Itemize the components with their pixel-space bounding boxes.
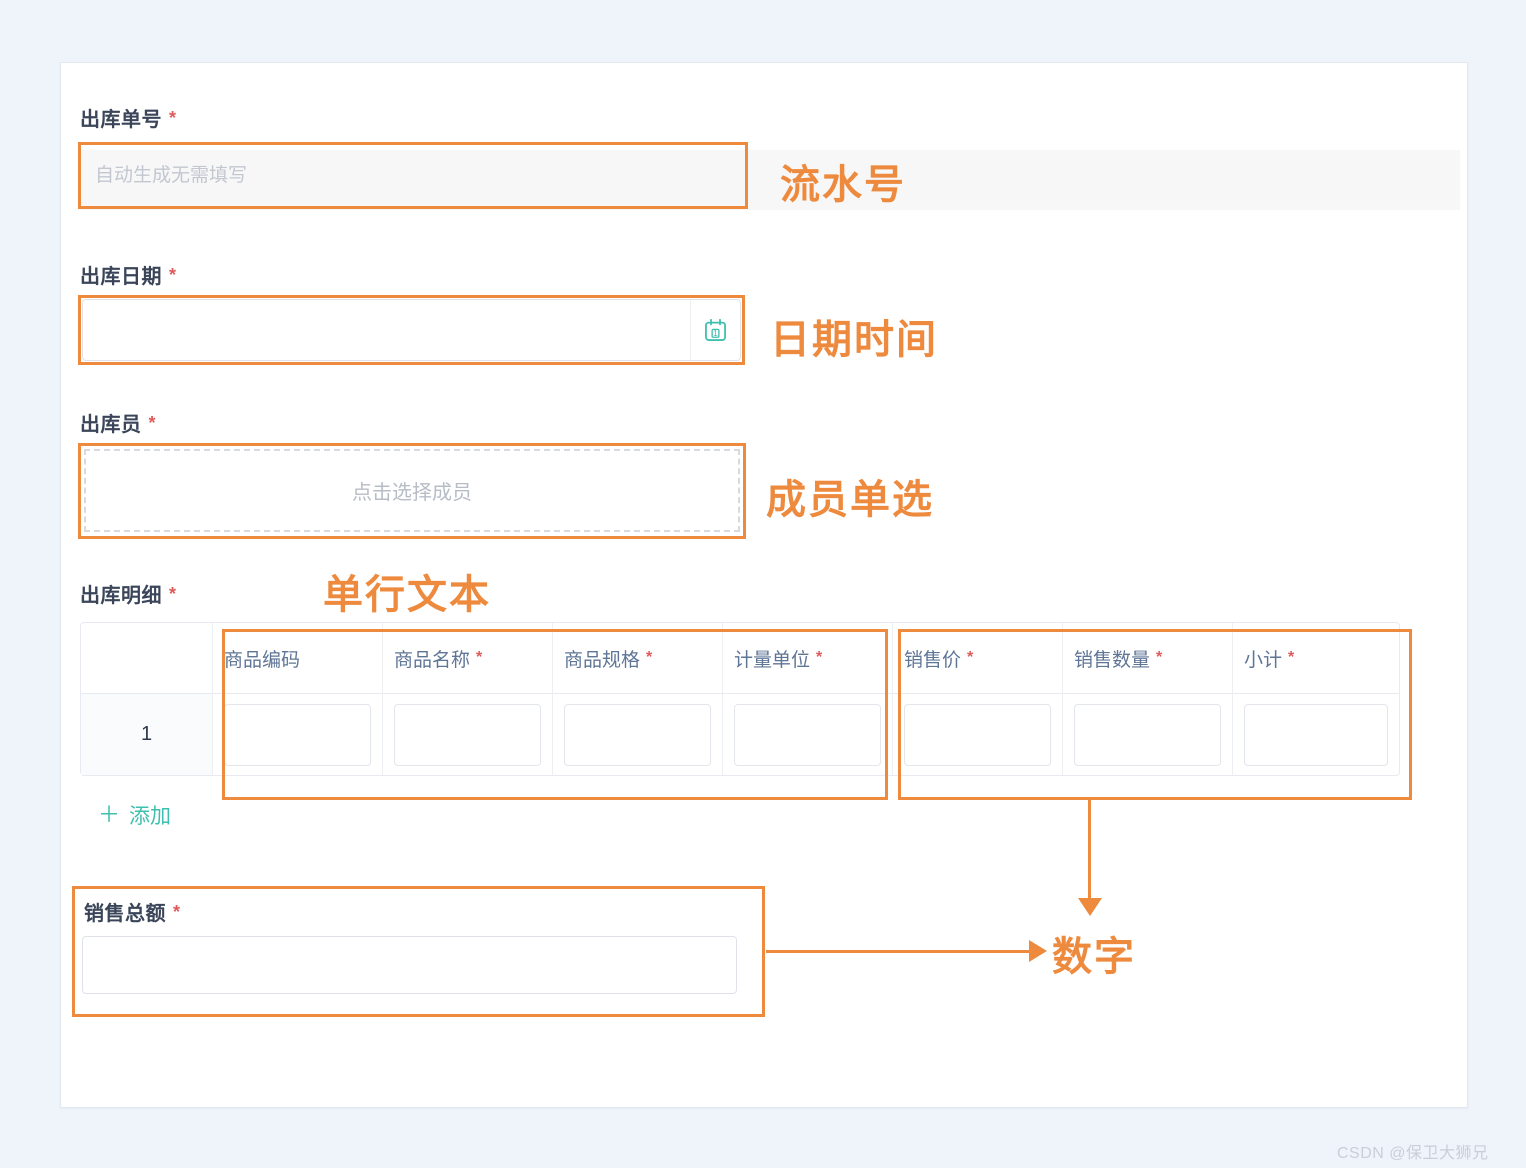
field-label-total: 销售总额 * — [84, 897, 181, 926]
add-row-label: 添加 — [129, 805, 172, 828]
sale-price-input[interactable] — [904, 703, 1051, 766]
product-code-input[interactable] — [224, 703, 371, 766]
product-spec-input[interactable] — [564, 703, 711, 766]
arrow-head-down — [1078, 898, 1102, 916]
member-select-placeholder: 点击选择成员 — [352, 482, 472, 504]
field-label-clerk: 出库员 * — [80, 408, 156, 437]
required-asterisk: * — [1288, 649, 1295, 666]
annotation-datetime: 日期时间 — [770, 318, 938, 362]
column-label: 商品编码 — [224, 649, 301, 671]
table-row-cell — [212, 694, 382, 775]
field-label-detail: 出库明细 * — [80, 579, 177, 608]
table-row-cell — [722, 694, 892, 775]
add-row-button[interactable]: ＋ 添加 — [98, 800, 171, 830]
required-asterisk: * — [476, 649, 483, 666]
total-input-wrap — [82, 936, 737, 994]
svg-text:1: 1 — [713, 327, 718, 337]
label-text: 出库单号 — [80, 109, 162, 131]
required-asterisk: * — [646, 649, 653, 666]
label-text: 销售总额 — [84, 903, 166, 925]
arrow-line-vertical — [1088, 800, 1091, 898]
detail-subform-table: 商品编码 商品名称 * 商品规格 * 计量单位 * 销售价 * 销售数量 * 小计 * 1 — [80, 622, 1400, 776]
order-no-input-wrap — [81, 145, 745, 206]
required-asterisk: * — [1156, 649, 1163, 666]
calendar-icon-cell[interactable]: 1 — [690, 300, 740, 360]
header-cell-rownum — [81, 623, 212, 694]
annotation-member-single-select: 成员单选 — [766, 478, 934, 522]
header-cell-sale-qty: 销售数量 * — [1062, 623, 1232, 694]
annotation-serial-number: 流水号 — [780, 163, 906, 207]
arrow-head-right — [1029, 940, 1047, 962]
column-label: 销售价 — [904, 649, 962, 671]
column-label: 商品规格 — [564, 649, 641, 671]
row-number-cell: 1 — [81, 694, 212, 775]
calendar-icon: 1 — [705, 318, 726, 341]
table-row-cell — [892, 694, 1062, 775]
required-asterisk: * — [169, 584, 177, 604]
required-asterisk: * — [816, 649, 823, 666]
label-text: 出库明细 — [80, 585, 162, 607]
table-row-cell — [1062, 694, 1232, 775]
required-asterisk: * — [169, 108, 177, 128]
header-cell-unit: 计量单位 * — [722, 623, 892, 694]
arrow-line-horizontal — [766, 950, 1029, 953]
field-label-order-no: 出库单号 * — [80, 103, 177, 132]
watermark: CSDN @保卫大狮兄 — [1337, 1145, 1489, 1162]
table-row-cell — [552, 694, 722, 775]
total-amount-input[interactable] — [82, 936, 737, 994]
header-cell-product-name: 商品名称 * — [382, 623, 552, 694]
column-label: 销售数量 — [1074, 649, 1151, 671]
date-input[interactable]: 1 — [82, 299, 741, 361]
column-label: 商品名称 — [394, 649, 471, 671]
required-asterisk: * — [967, 649, 974, 666]
product-name-input[interactable] — [394, 703, 541, 766]
required-asterisk: * — [148, 413, 157, 433]
unit-input[interactable] — [734, 703, 881, 766]
column-label: 小计 — [1244, 649, 1283, 671]
order-no-input[interactable] — [81, 145, 745, 206]
required-asterisk: * — [173, 902, 181, 922]
header-cell-product-spec: 商品规格 * — [552, 623, 722, 694]
annotation-single-line-text: 单行文本 — [323, 573, 491, 617]
label-text: 出库员 — [80, 414, 142, 436]
required-asterisk: * — [169, 265, 177, 285]
header-cell-product-code: 商品编码 — [212, 623, 382, 694]
subtotal-input[interactable] — [1244, 703, 1388, 766]
header-cell-subtotal: 小计 * — [1232, 623, 1399, 694]
annotation-number: 数字 — [1052, 935, 1136, 979]
column-label: 计量单位 — [734, 649, 811, 671]
label-text: 出库日期 — [80, 266, 162, 288]
field-label-order-date: 出库日期 * — [80, 260, 177, 289]
header-cell-sale-price: 销售价 * — [892, 623, 1062, 694]
sale-qty-input[interactable] — [1074, 703, 1221, 766]
table-row-cell — [1232, 694, 1399, 775]
date-input-value[interactable] — [83, 300, 690, 360]
table-row-cell — [382, 694, 552, 775]
plus-icon: ＋ — [98, 802, 121, 827]
member-select[interactable]: 点击选择成员 — [84, 449, 740, 532]
